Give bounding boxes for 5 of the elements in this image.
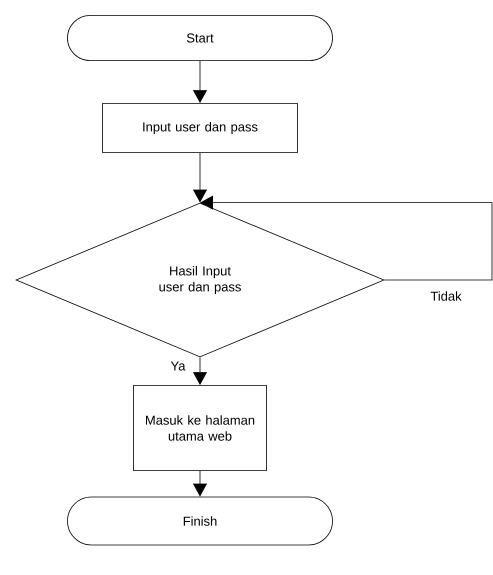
process-box: Input user dan pass — [102, 103, 298, 153]
edge-label: Tidak — [429, 290, 463, 302]
arrow — [200, 196, 492, 280]
process-box: Masuk ke halaman utama web — [133, 385, 267, 471]
edge-label: Ya — [170, 360, 186, 372]
